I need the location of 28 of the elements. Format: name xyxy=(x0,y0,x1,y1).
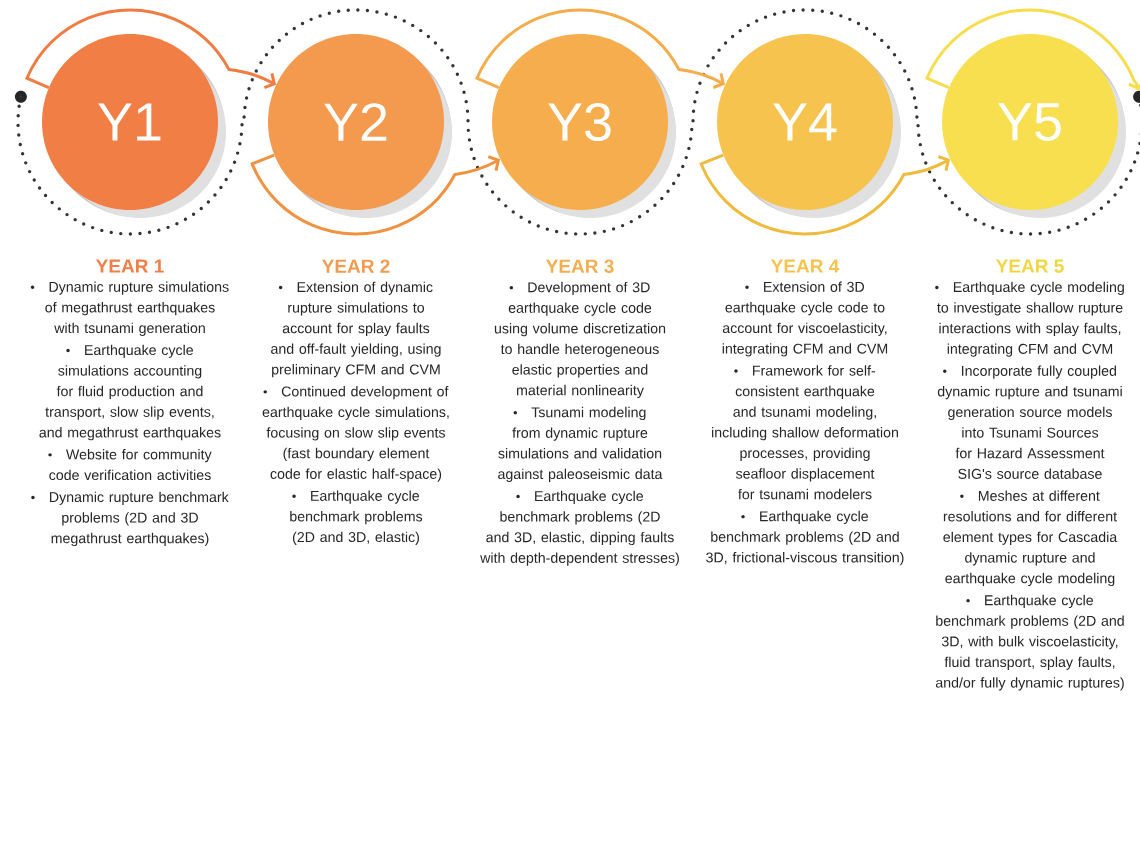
bullet-item: Earthquake cycle benchmark problems (2D and 3D, with bulk viscoelasticity, fluid transport, splay faults, and/or fully dynamic ruptures) xyxy=(935,594,1124,691)
bullet-item: Framework for self-consistent earthquake and tsunami modeling, including shallow deformation processes, providing seafloor displacement for tsunami modelers xyxy=(712,365,898,500)
bullet-item: Incorporate fully coupled dynamic rupture and tsunami generation source models into Tsunami Sources for Hazard Assessment SIG's source database xyxy=(937,365,1122,479)
year-heading: YEAR 4 xyxy=(771,259,840,273)
bullet-item: Continued development of earthquake cycle simulations, focusing on slow slip events (fast boundary element code for elastic half-space) xyxy=(262,386,449,482)
bullet-item: Earthquake cycle modeling to investigate shallow rupture interactions with splay faults, integrating CFM and CVM xyxy=(935,281,1124,357)
bullet-item: Earthquake cycle benchmark problems (2D and 3D, elastic, dipping faults with depth-dependent stresses) xyxy=(480,490,679,566)
bullet-item: Development of 3D earthquake cycle code using volume discretization to handle heterogeneous elastic properties and material nonlinearity xyxy=(494,281,666,399)
bullet-item: Dynamic rupture simulations of megathrust earthquakes with tsunami generation xyxy=(30,281,229,336)
bullet-item: Extension of 3D earthquake cycle code to account for viscoelasticity, integrating CFM and CVM xyxy=(722,281,888,357)
curved-arrow xyxy=(475,8,726,89)
curved-arrow xyxy=(250,153,501,236)
bullet-item: Extension of dynamic rupture simulations to account for splay faults and off-fault yielding, using preliminary CFM and CVM xyxy=(271,281,441,378)
bullet-item: Meshes at different resolutions and for different element types for Cascadia dynamic rupture and earthquake cycle modeling xyxy=(943,490,1118,587)
bullet-item: Dynamic rupture benchmark problems (2D and 3D megathrust earthquakes) xyxy=(31,491,229,547)
year-heading: YEAR 3 xyxy=(546,259,614,273)
bullet-item: Earthquake cycle benchmark problems (2D and 3D, elastic) xyxy=(290,490,423,545)
bullet-item: Earthquake cycle benchmark problems (2D and 3D, frictional-viscous transition) xyxy=(706,510,904,566)
bullet-item: Earthquake cycle simulations accounting for fluid production and transport, slow slip events, and megathrust earthquakes xyxy=(39,344,221,441)
curved-arrow xyxy=(699,153,951,236)
curved-arrow xyxy=(25,8,277,89)
year-heading: YEAR 1 xyxy=(96,259,164,273)
year-heading: YEAR 5 xyxy=(996,259,1064,273)
bullet-item: Tsunami modeling from dynamic rupture simulations and validation against paleoseismic data xyxy=(498,406,663,482)
year-heading: YEAR 2 xyxy=(322,259,390,273)
bullet-item: Website for community code verification activities xyxy=(48,449,212,481)
dotted-path xyxy=(16,8,1140,236)
curved-arrow xyxy=(925,8,1140,91)
